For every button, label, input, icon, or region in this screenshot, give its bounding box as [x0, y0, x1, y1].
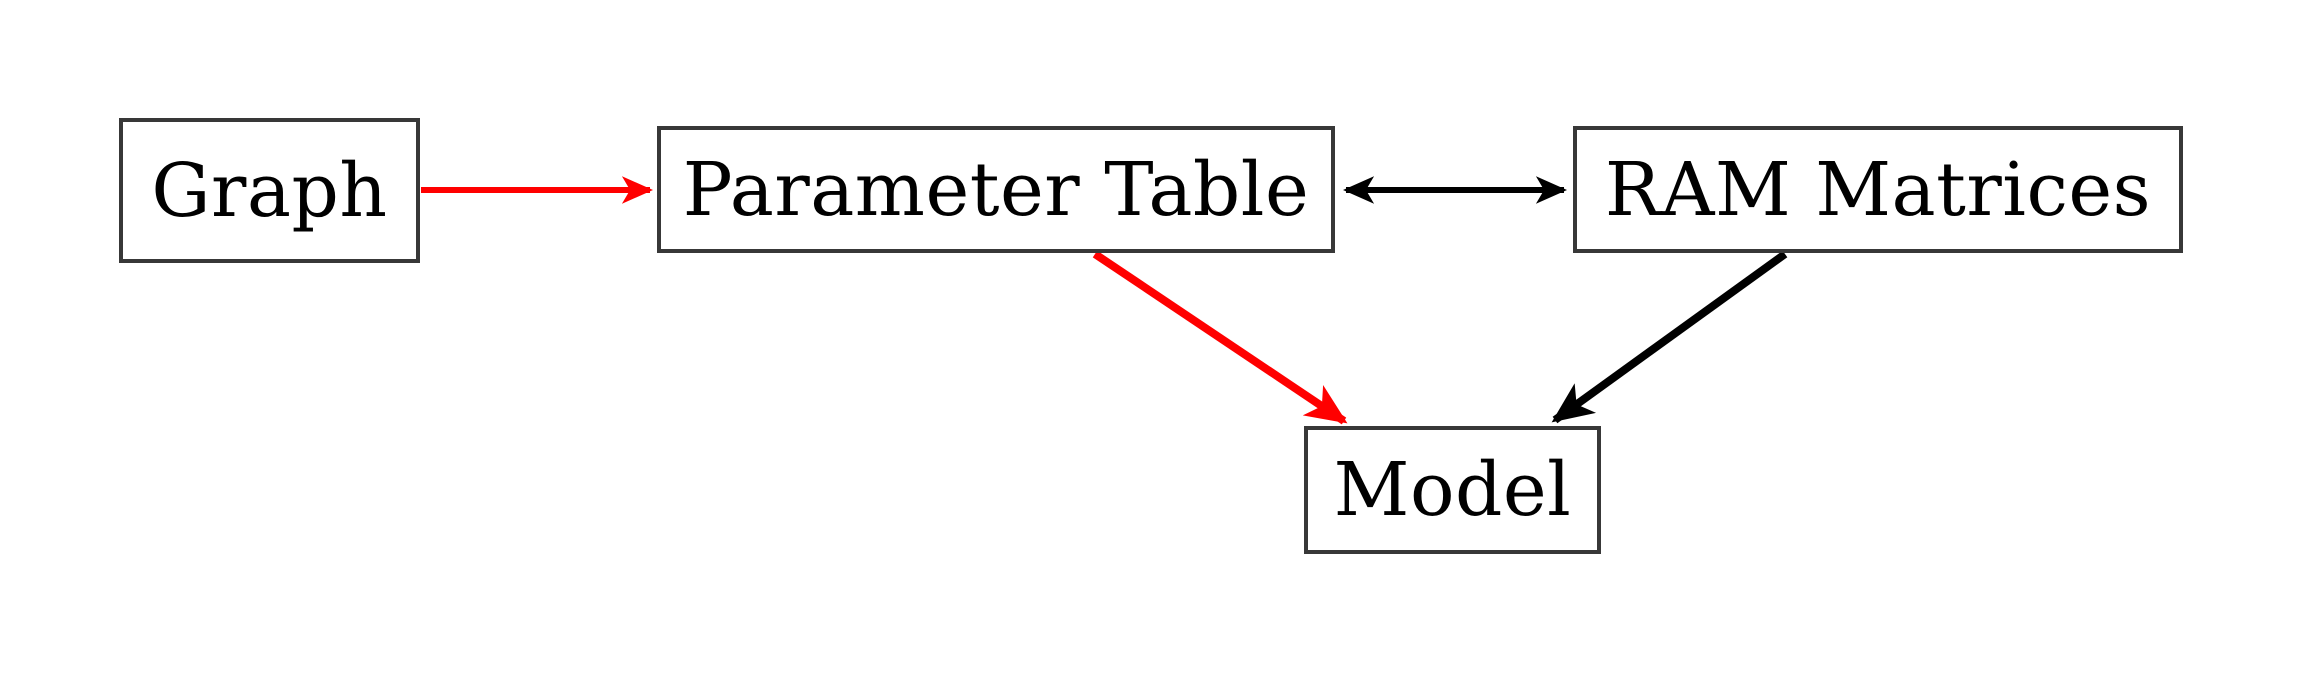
node-ram-matrices[interactable]: RAM Matrices — [1573, 126, 2183, 253]
node-parameter-table-label: Parameter Table — [682, 146, 1310, 233]
node-model-label: Model — [1333, 447, 1572, 533]
node-graph-label: Graph — [151, 147, 388, 234]
node-parameter-table[interactable]: Parameter Table — [657, 126, 1335, 253]
edge-parameter-table-to-model — [1092, 250, 1348, 425]
edge-ram-matrices-to-model — [1551, 250, 1788, 424]
node-model[interactable]: Model — [1304, 426, 1601, 554]
node-graph[interactable]: Graph — [119, 118, 420, 263]
node-ram-matrices-label: RAM Matrices — [1604, 146, 2152, 233]
